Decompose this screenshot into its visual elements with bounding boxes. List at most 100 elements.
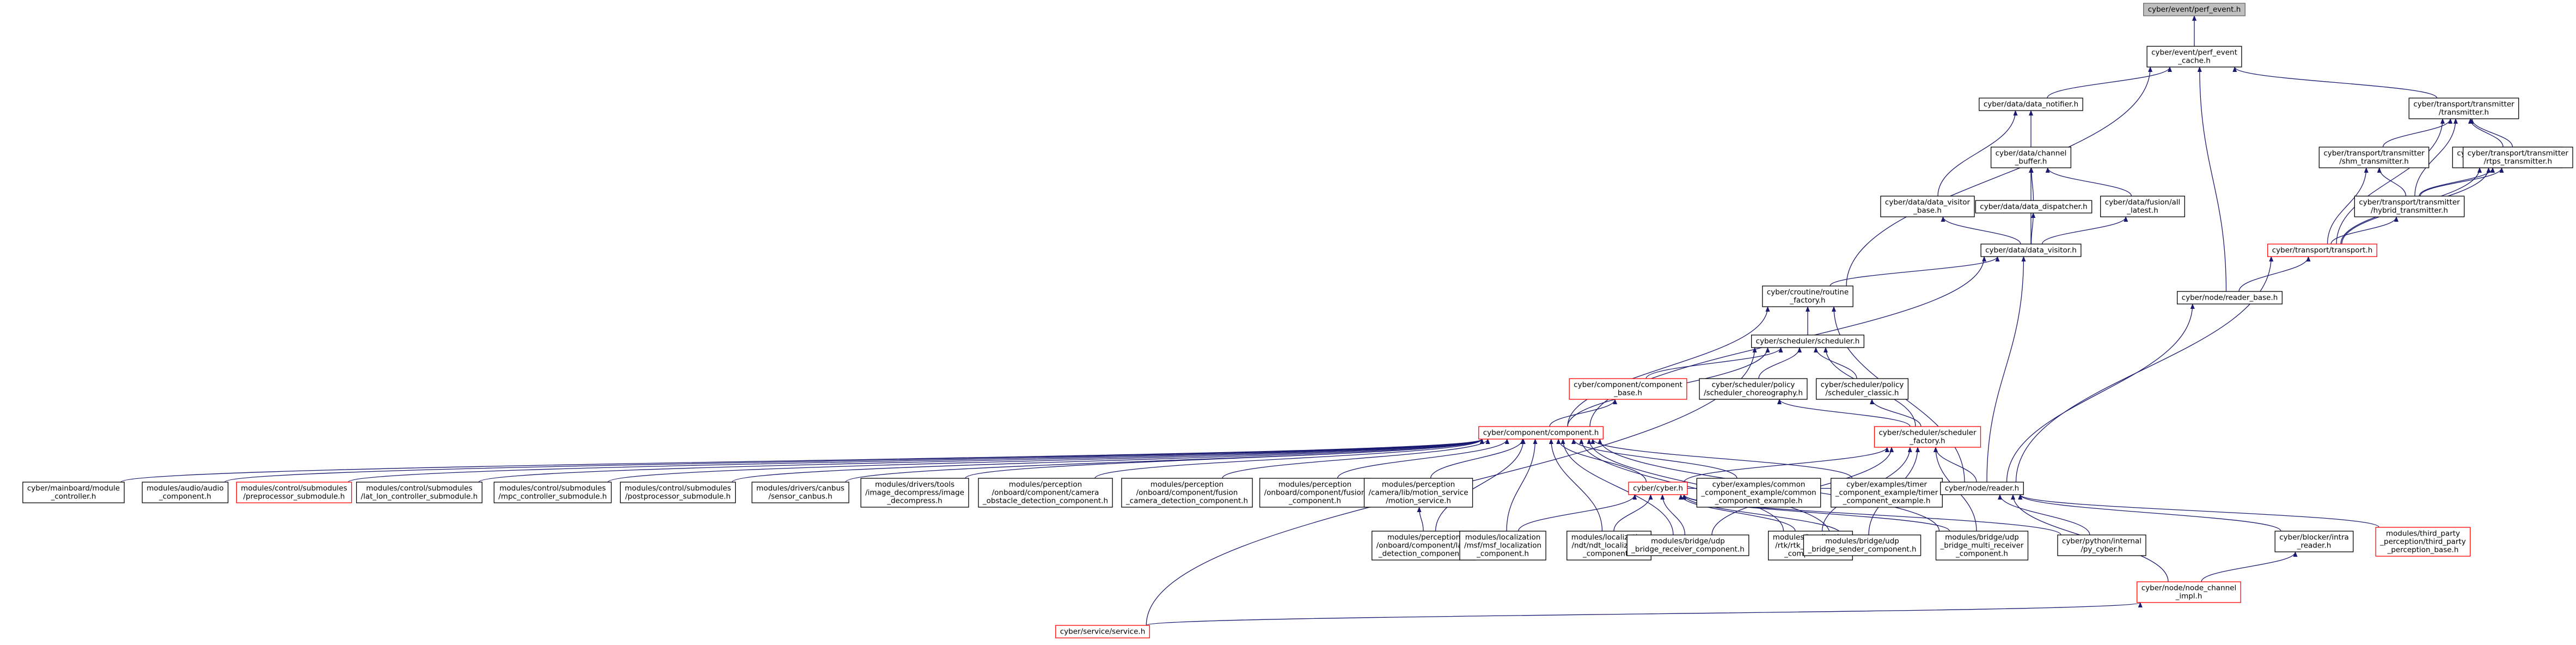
node-mainboard-module-controller[interactable]: cyber/mainboard/module_controller.h [22,482,125,503]
node-component[interactable]: cyber/component/component.h [1478,426,1604,440]
node-hybrid-transmitter[interactable]: cyber/transport/transmitter/hybrid_trans… [2354,196,2465,217]
edge-ndt-localization-component-to-cyber-h [1613,494,1653,532]
node-lat-lon-controller-submodule[interactable]: modules/control/submodules/lat_lon_contr… [356,482,482,503]
node-image-decompress[interactable]: modules/drivers/tools/image_decompress/i… [860,478,969,508]
node-label-line: modules/localization [1465,533,1541,542]
node-label-line: modules/bridge/udp [1825,537,1899,546]
node-label-line: _component.h [1582,550,1635,558]
node-rtps-transmitter[interactable]: cyber/transport/transmitter/rtps_transmi… [2462,147,2573,168]
node-bridge-sender-component[interactable]: modules/bridge/udp_bridge_sender_compone… [1803,534,1922,556]
edge-shm-transmitter-to-transmitter [2382,118,2453,148]
node-label-line: _component_example/common [1700,489,1816,497]
edge-preprocessor-submodule-to-component [348,439,1484,483]
edge-data-notifier-to-perf-event-cache [2047,66,2172,99]
node-node-channel-impl[interactable]: cyber/node/node_channel_impl.h [2137,581,2241,603]
edge-data-dispatcher-to-channel-buffer [2029,167,2034,201]
node-label-line: cyber/node/node_channel [2141,584,2237,593]
node-label-line: _latest.h [2126,206,2158,215]
edge-mainboard-module-controller-to-component [120,439,1484,483]
node-reader-base[interactable]: cyber/node/reader_base.h [2177,291,2283,305]
edge-reader-to-scheduler-factory [1933,447,1977,483]
node-timer-component-example[interactable]: cyber/examples/timer_component_example/t… [1831,478,1943,508]
node-label-line: _component_example/timer [1835,489,1938,497]
edge-scheduler-factory-to-scheduler-classic [1870,399,1922,427]
node-common-component-example[interactable]: cyber/examples/common_component_example/… [1696,478,1821,508]
node-motion-service[interactable]: modules/perception/camera/lib/motion_ser… [1363,478,1473,508]
node-data-notifier[interactable]: cyber/data/data_notifier.h [1979,98,2083,111]
edge-third-party-perception-base-to-reader [2018,494,2379,528]
node-label-line: /motion_service.h [1386,497,1451,506]
node-label-line: /transmitter.h [2439,108,2489,117]
node-scheduler-factory[interactable]: cyber/scheduler/scheduler_factory.h [1874,426,1981,448]
node-label-line: /lat_lon_controller_submodule.h [361,492,478,501]
edge-mpc-controller-submodule-to-component [607,439,1484,483]
node-label-line: modules/control/submodules [499,484,605,493]
node-box [1762,285,1853,307]
edge-bridge-receiver-component-to-component [1561,439,1674,536]
node-msf-localization-component[interactable]: modules/localization/msf/msf_localizatio… [1459,531,1546,561]
node-reader[interactable]: cyber/node/reader.h [1940,482,2024,495]
node-component-base[interactable]: cyber/component/component_base.h [1569,378,1687,400]
node-label-line: _component_example.h [1715,497,1803,506]
node-box [2146,46,2242,68]
node-transmitter[interactable]: cyber/transport/transmitter/transmitter.… [2408,98,2519,119]
node-label-line: _component.h [1288,497,1341,506]
node-third-party-perception-base[interactable]: modules/third_party_perception/third_par… [2375,527,2471,557]
node-channel-buffer[interactable]: cyber/data/channel_buffer.h [1990,147,2072,168]
node-label-line: /onboard/component/fusion [1264,489,1366,497]
node-label-line: _component_example.h [1843,497,1931,506]
node-py-cyber[interactable]: cyber/python/internal/py_cyber.h [2057,534,2146,556]
node-box [1975,200,2092,214]
node-bridge-multi-receiver-component[interactable]: modules/bridge/udp_bridge_multi_receiver… [1935,531,2029,561]
node-shm-transmitter[interactable]: cyber/transport/transmitter/shm_transmit… [2318,147,2430,168]
edge-routine-factory-to-perf-event-cache [1846,66,2153,287]
node-label-line: cyber/croutine/routine [1767,288,1849,297]
node-label-line: modules/perception [1151,480,1223,489]
node-scheduler[interactable]: cyber/scheduler/scheduler.h [1751,334,1864,348]
edge-data-visitor-to-fusion-all-latest [2041,216,2128,245]
node-camera-obstacle-detection-component[interactable]: modules/perception/onboard/component/cam… [978,478,1113,508]
node-transport[interactable]: cyber/transport/transport.h [2267,244,2377,257]
node-label-line: _perception/third_party [2379,538,2466,546]
node-service[interactable]: cyber/service/service.h [1055,625,1150,638]
node-lane-detection-component[interactable]: modules/perception/onboard/component/lan… [1371,531,1477,561]
node-box [978,478,1113,508]
node-fusion-all-latest[interactable]: cyber/data/fusion/all_latest.h [2100,196,2185,217]
node-data-visitor-base[interactable]: cyber/data/data_visitor_base.h [1880,196,1975,217]
node-label-line: _controller.h [51,492,96,501]
node-label-line: _bridge_sender_component.h [1807,545,1916,554]
node-scheduler-choreography[interactable]: cyber/scheduler/policy/scheduler_choreog… [1699,378,1808,400]
node-intra-reader[interactable]: cyber/blocker/intra_reader.h [2274,531,2354,552]
node-preprocessor-submodule[interactable]: modules/control/submodules/preprocessor_… [236,482,352,503]
node-perception-fusion-component[interactable]: modules/perception/onboard/component/fus… [1259,478,1371,508]
edge-sensor-canbus-to-component [845,439,1484,483]
node-label-line: modules/perception [1278,480,1351,489]
edge-reader-to-transport [2015,256,2274,483]
node-data-visitor[interactable]: cyber/data/data_visitor.h [1980,244,2082,257]
node-sensor-canbus[interactable]: modules/drivers/canbus/sensor_canbus.h [751,482,849,503]
node-label-line: _reader.h [2297,541,2332,550]
node-box [1803,534,1922,556]
node-label-line: modules/drivers/tools [875,480,954,489]
node-data-dispatcher[interactable]: cyber/data/data_dispatcher.h [1975,200,2092,214]
node-label-line: _impl.h [2175,592,2202,601]
edge-reader-to-data-visitor [1986,256,2026,483]
node-perf-event-cache[interactable]: cyber/event/perf_event_cache.h [2146,46,2242,68]
node-label-line: modules/control/submodules [241,484,347,493]
node-scheduler-classic[interactable]: cyber/scheduler/policy/scheduler_classic… [1815,378,1909,400]
edge-fusion-all-latest-to-channel-buffer [2045,167,2132,197]
node-mpc-controller-submodule[interactable]: modules/control/submodules/mpc_controlle… [493,482,612,503]
node-audio-component[interactable]: modules/audio/audio_component.h [142,482,229,503]
edge-reader-to-reader-base [2006,303,2195,483]
node-box [1751,334,1864,348]
node-label-line: modules/audio/audio [146,484,224,493]
node-bridge-receiver-component[interactable]: modules/bridge/udp_bridge_receiver_compo… [1626,534,1749,556]
edge-scheduler-choreography-to-scheduler [1758,347,1802,379]
node-cyber-h[interactable]: cyber/cyber.h [1628,482,1688,495]
node-routine-factory[interactable]: cyber/croutine/routine_factory.h [1762,285,1853,307]
node-perf-event[interactable]: cyber/event/perf_event.h [2143,3,2245,16]
node-postprocessor-submodule[interactable]: modules/control/submodules/postprocessor… [620,482,736,503]
node-label-line: /sensor_canbus.h [768,492,832,501]
node-fusion-camera-detection-component[interactable]: modules/perception/onboard/component/fus… [1121,478,1253,508]
node-label-line: cyber/scheduler/policy [1712,381,1795,390]
